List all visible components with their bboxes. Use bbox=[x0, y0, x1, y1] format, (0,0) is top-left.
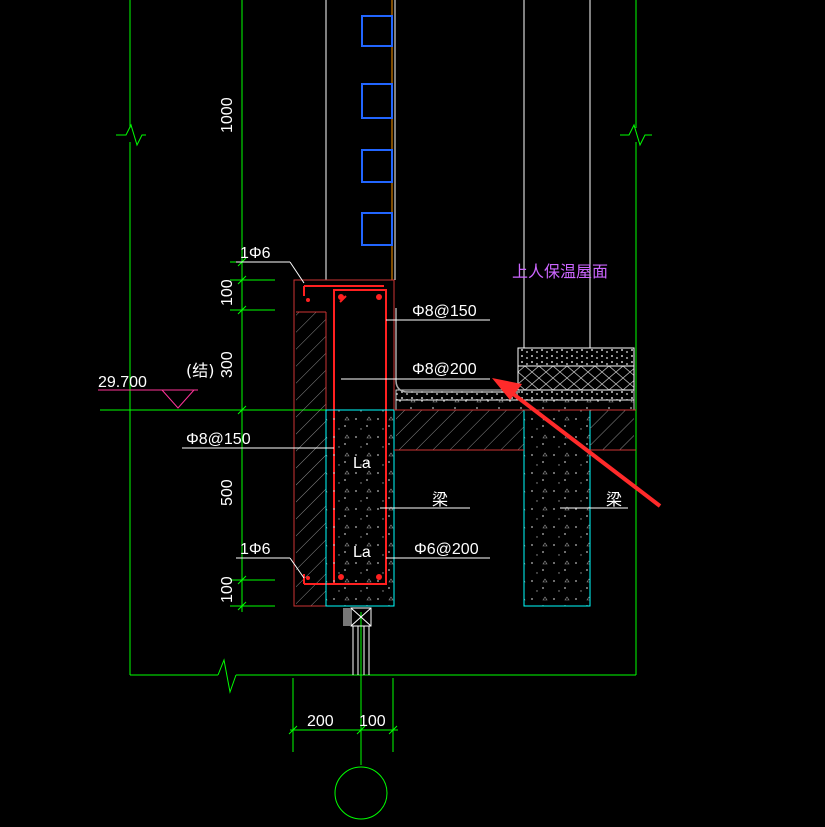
hollow-blocks bbox=[361, 15, 393, 246]
elevation-mark bbox=[98, 389, 198, 409]
dim-text-100-top: 100 bbox=[219, 279, 236, 306]
beam-label-left: 梁 bbox=[432, 490, 448, 509]
rebar-label-phi8-150-left: Φ8@150 bbox=[186, 431, 251, 448]
dim-text-200: 200 bbox=[307, 713, 334, 730]
dim-text-1000: 1000 bbox=[219, 97, 236, 133]
rebar-label-1phi6-bottom: 1Φ6 bbox=[240, 541, 271, 558]
wall-hatch-fill bbox=[296, 312, 326, 606]
upper-column-outline bbox=[325, 0, 591, 348]
window-sill bbox=[343, 608, 351, 626]
leader-lines bbox=[182, 261, 628, 579]
break-line-bottom bbox=[217, 658, 237, 694]
rebar-label-phi8-200: Φ8@200 bbox=[412, 361, 477, 378]
break-line-left bbox=[116, 123, 146, 147]
rebar-label-1phi6-top: 1Φ6 bbox=[240, 245, 271, 262]
rebar-label-phi8-150-right: Φ8@150 bbox=[412, 303, 477, 320]
dim-text-500: 500 bbox=[219, 479, 236, 506]
labels: 1000 100 300 500 100 200 100 29.700 (结) … bbox=[98, 97, 622, 730]
rebar-label-phi6-200: Φ6@200 bbox=[414, 541, 479, 558]
dim-text-100-right: 100 bbox=[359, 713, 386, 730]
break-line-right bbox=[620, 123, 652, 147]
la-label-upper: La bbox=[353, 455, 371, 472]
dim-text-300: 300 bbox=[219, 351, 236, 378]
bent-rebar bbox=[395, 308, 520, 393]
window-frame bbox=[350, 607, 372, 675]
elevation-note: (结) bbox=[186, 361, 215, 380]
la-label-lower: La bbox=[353, 544, 371, 561]
annotation-arrow-icon bbox=[492, 378, 662, 508]
roof-note: 上人保温屋面 bbox=[512, 262, 608, 281]
beam-label-right: 梁 bbox=[606, 490, 622, 509]
axis-bubble bbox=[334, 766, 388, 820]
dim-text-100-bottom: 100 bbox=[219, 576, 236, 603]
elevation-value: 29.700 bbox=[98, 374, 147, 391]
